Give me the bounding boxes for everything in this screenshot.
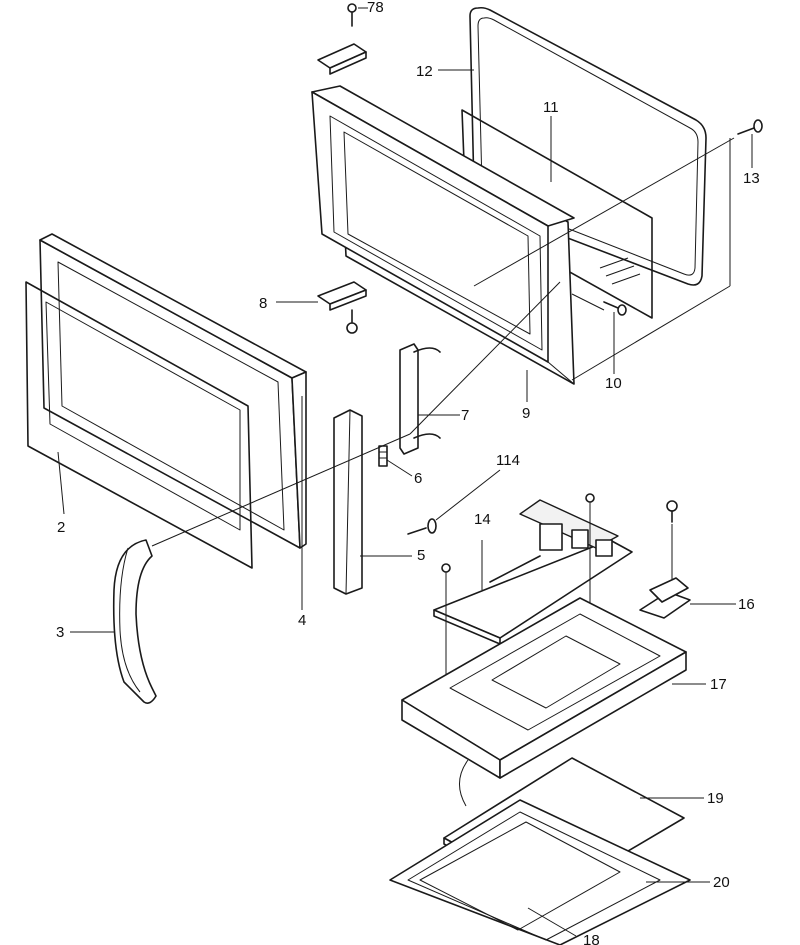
callout-17: 17 — [710, 676, 727, 693]
part-16-latch — [639, 577, 691, 619]
part-12-door-gasket — [469, 6, 707, 286]
part-2-outer-door-frame — [25, 233, 307, 569]
callout-12: 12 — [416, 63, 433, 80]
callout-20: 20 — [713, 874, 730, 891]
part-78-screw-top — [347, 3, 357, 27]
callout-2: 2 — [57, 519, 65, 536]
callout-14: 14 — [474, 511, 491, 528]
part-114-screw — [407, 518, 437, 535]
part-9-inner-door-panel — [311, 85, 575, 385]
callout-4: 4 — [298, 612, 306, 629]
part-20-bottom-housing — [389, 799, 691, 945]
part-3-door-handle — [112, 539, 157, 704]
part-7-latch-bar — [399, 343, 441, 455]
leader-lines — [57, 7, 753, 937]
callout-78: 78 — [367, 0, 384, 16]
screw-pcb-left — [441, 563, 451, 686]
part-10-pin — [603, 301, 627, 316]
part-13-screw — [737, 119, 763, 135]
callout-114: 114 — [496, 452, 520, 469]
callout-5: 5 — [417, 547, 425, 564]
callout-6: 6 — [414, 470, 422, 487]
screw-latch-16 — [666, 500, 678, 580]
callout-10: 10 — [605, 375, 622, 392]
part-6-spring — [378, 445, 388, 467]
callout-16: 16 — [738, 596, 755, 613]
part-17-base-tray — [401, 597, 687, 779]
callout-19: 19 — [707, 790, 724, 807]
callout-labels: 78 12 11 13 8 10 9 7 6 2 114 14 5 16 3 4… — [56, 0, 760, 945]
callout-18: 18 — [583, 932, 600, 945]
part-5-latch-cover — [333, 409, 363, 595]
callout-8: 8 — [259, 295, 267, 312]
callout-11: 11 — [543, 99, 559, 116]
part-18-bottom-plate — [419, 821, 621, 931]
callout-3: 3 — [56, 624, 64, 641]
callout-13: 13 — [743, 170, 760, 187]
callout-7: 7 — [461, 407, 469, 424]
hinge-bracket-top — [317, 43, 367, 75]
part-8-hinge-bottom — [317, 281, 367, 334]
callout-9: 9 — [522, 405, 530, 422]
part-14-control-pcb — [433, 499, 633, 645]
